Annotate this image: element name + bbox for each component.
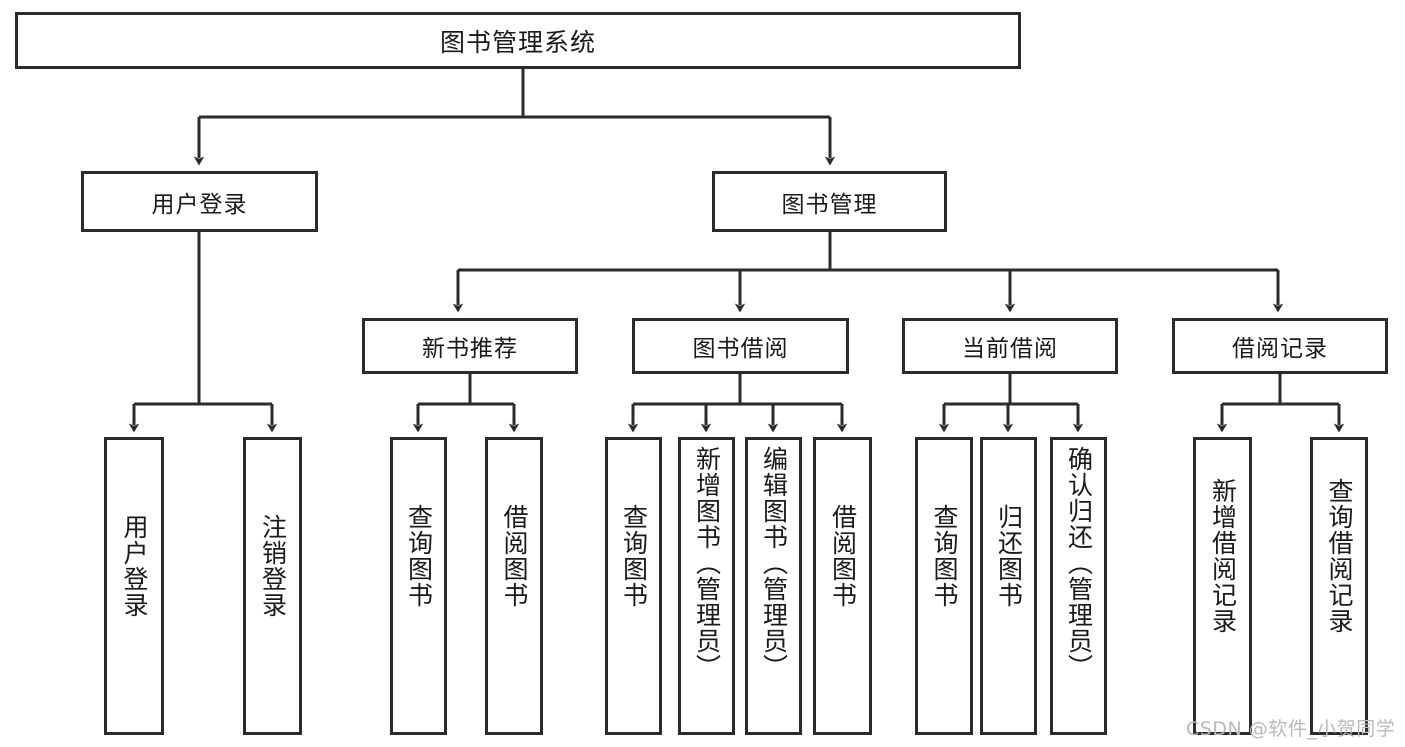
node-leaf-confirm-return-label: 确认归还（管理员） (1064, 446, 1094, 680)
node-book-manage[interactable]: 图书管理 (712, 171, 947, 232)
node-leaf-logout-label: 注销登录 (258, 514, 288, 618)
node-new-book-rec[interactable]: 新书推荐 (362, 318, 578, 374)
node-leaf-add-book-label: 新增图书（管理员） (692, 446, 722, 680)
node-leaf-query-book-1[interactable]: 查询图书 (390, 437, 447, 735)
node-current-borrow[interactable]: 当前借阅 (902, 318, 1118, 374)
node-leaf-add-record-label: 新增借阅记录 (1208, 478, 1238, 634)
csdn-watermark: CSDN @软件_小贺同学 (1186, 718, 1396, 740)
node-leaf-query-record[interactable]: 查询借阅记录 (1310, 437, 1368, 735)
node-leaf-confirm-return[interactable]: 确认归还（管理员） (1050, 437, 1107, 735)
node-leaf-add-record[interactable]: 新增借阅记录 (1193, 437, 1252, 735)
node-book-manage-label: 图书管理 (781, 191, 878, 218)
node-leaf-user-login[interactable]: 用户登录 (104, 437, 164, 735)
node-leaf-borrow-book-2-label: 借阅图书 (828, 504, 858, 608)
node-book-borrow-label: 图书借阅 (692, 336, 789, 362)
node-book-borrow[interactable]: 图书借阅 (632, 318, 849, 374)
node-leaf-query-book-2-label: 查询图书 (619, 504, 649, 608)
node-leaf-add-book[interactable]: 新增图书（管理员） (678, 437, 735, 735)
node-user-login[interactable]: 用户登录 (81, 171, 318, 232)
node-leaf-edit-book-label: 编辑图书（管理员） (759, 446, 789, 680)
node-user-login-label: 用户登录 (151, 191, 248, 218)
node-leaf-return-book[interactable]: 归还图书 (980, 437, 1037, 735)
node-leaf-query-book-3[interactable]: 查询图书 (915, 437, 973, 735)
node-leaf-query-book-1-label: 查询图书 (404, 504, 434, 608)
node-current-borrow-label: 当前借阅 (962, 336, 1058, 362)
node-root-label: 图书管理系统 (439, 27, 596, 57)
node-leaf-query-record-label: 查询借阅记录 (1325, 478, 1354, 634)
node-new-book-rec-label: 新书推荐 (422, 336, 518, 362)
node-leaf-query-book-2[interactable]: 查询图书 (605, 437, 662, 735)
node-borrow-record[interactable]: 借阅记录 (1172, 318, 1388, 374)
node-root[interactable]: 图书管理系统 (15, 12, 1021, 69)
node-leaf-borrow-book-2[interactable]: 借阅图书 (813, 437, 872, 735)
node-leaf-borrow-book-1-label: 借阅图书 (500, 504, 529, 608)
node-leaf-edit-book[interactable]: 编辑图书（管理员） (745, 437, 802, 735)
node-leaf-user-login-label: 用户登录 (120, 514, 149, 618)
node-leaf-logout[interactable]: 注销登录 (243, 437, 302, 735)
node-borrow-record-label: 借阅记录 (1232, 336, 1328, 362)
node-leaf-borrow-book-1[interactable]: 借阅图书 (485, 437, 543, 735)
node-leaf-query-book-3-label: 查询图书 (930, 504, 959, 608)
node-leaf-return-book-label: 归还图书 (994, 504, 1024, 608)
